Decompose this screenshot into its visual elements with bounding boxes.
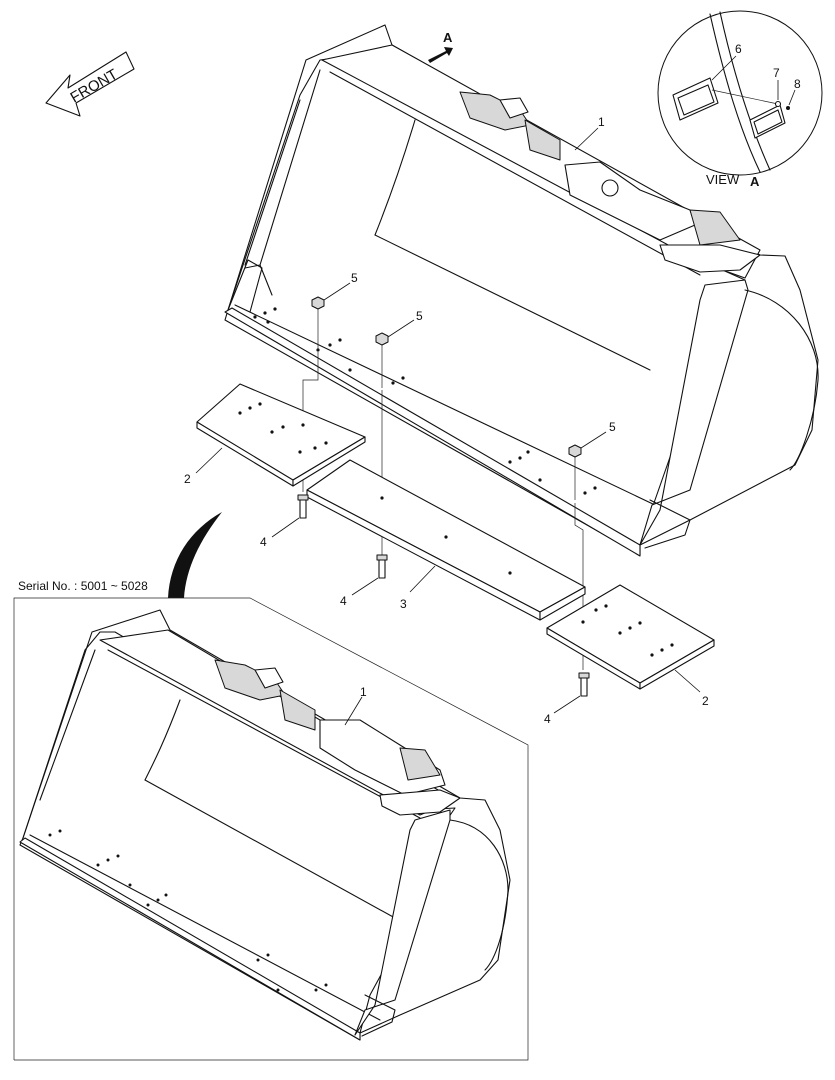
- callout-nut-c: 5: [580, 420, 616, 449]
- callout-edge-left: 2: [184, 447, 223, 486]
- svg-text:VIEW: VIEW: [706, 172, 740, 187]
- nut-b: [375, 332, 389, 388]
- callout-nut-b: 5: [387, 309, 423, 338]
- svg-text:1: 1: [598, 115, 605, 129]
- callout-bolt-b: 4: [340, 577, 379, 608]
- nut-a: [311, 296, 325, 350]
- svg-text:2: 2: [184, 472, 191, 486]
- bolt-c: [578, 672, 590, 697]
- svg-text:8: 8: [794, 77, 801, 91]
- nut-c: [568, 444, 582, 500]
- svg-text:3: 3: [400, 597, 407, 611]
- callout-plate: 6: [711, 42, 742, 81]
- view-a-detail: [657, 10, 823, 176]
- svg-text:2: 2: [702, 694, 709, 708]
- view-a-arrow: A: [428, 30, 453, 63]
- svg-text:4: 4: [544, 712, 551, 726]
- svg-text:6: 6: [735, 42, 742, 56]
- view-caption: VIEW A: [706, 172, 760, 189]
- svg-text:4: 4: [340, 594, 347, 608]
- svg-text:1: 1: [360, 685, 367, 699]
- main-bucket: [224, 24, 819, 557]
- callout-nut-a: 5: [323, 271, 358, 301]
- callout-bolt-a: 4: [260, 517, 300, 549]
- callout-bucket-alt: 1: [344, 685, 367, 726]
- edge-plate-left: [196, 383, 366, 487]
- serial-label: Serial No. : 5001 ~ 5028: [18, 579, 148, 593]
- bolt-b: [376, 554, 388, 579]
- svg-text:5: 5: [609, 420, 616, 434]
- bolt-a: [297, 494, 309, 519]
- front-arrow: FRONT: [45, 51, 135, 117]
- svg-text:5: 5: [416, 309, 423, 323]
- callout-bolt-c: 4: [544, 695, 581, 726]
- alt-bucket: [19, 609, 511, 1041]
- serial-variant-box: Serial No. : 5001 ~ 5028: [13, 579, 529, 1061]
- callout-cutting-edge: 3: [400, 565, 436, 611]
- svg-text:4: 4: [260, 535, 267, 549]
- svg-text:A: A: [750, 174, 760, 189]
- variant-arrow: [168, 512, 222, 598]
- view-a-arrow-label: A: [443, 30, 453, 45]
- callout-edge-right: 2: [674, 669, 709, 708]
- svg-text:7: 7: [773, 66, 780, 80]
- edge-plate-right: [546, 584, 715, 690]
- callout-washer: 7: [773, 66, 780, 100]
- floor-holes: [253, 307, 597, 495]
- callout-screw: 8: [788, 77, 801, 106]
- svg-text:5: 5: [351, 271, 358, 285]
- callout-bucket-main: 1: [574, 115, 605, 151]
